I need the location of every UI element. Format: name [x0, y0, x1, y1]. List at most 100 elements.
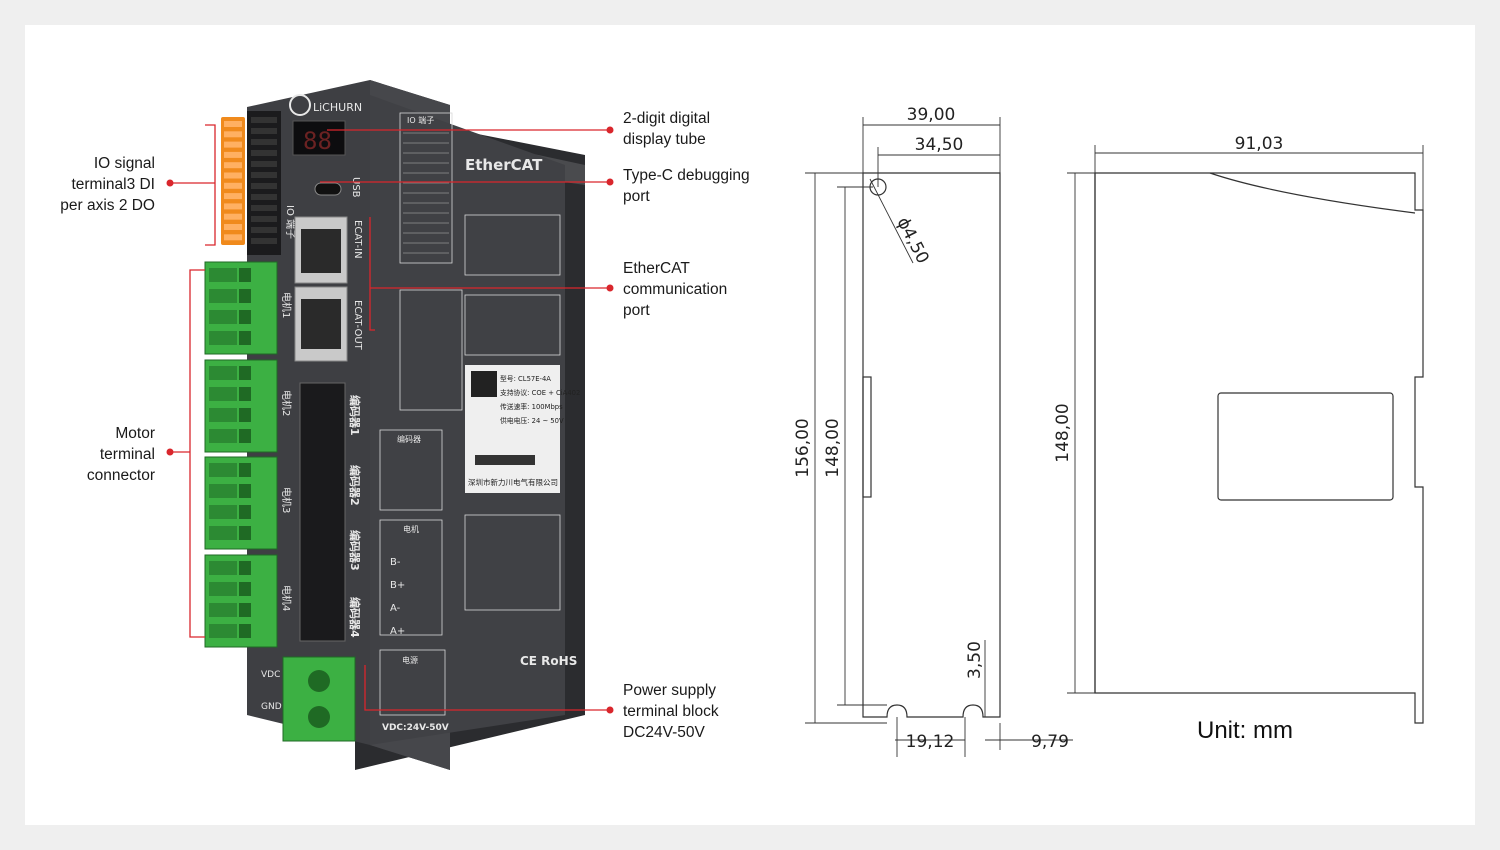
power-box-title: 电源 — [402, 655, 418, 665]
unit-label: Unit: mm — [1197, 717, 1293, 744]
io-dark-pin — [251, 139, 277, 145]
motor-connector-2 — [204, 359, 278, 453]
io-pin — [224, 213, 242, 220]
io-dark-pin — [251, 128, 277, 134]
callout-dot — [606, 178, 614, 186]
figure-card: LiCHURN 88 IO 端子 USB ECAT-IN ECAT-OUT 电机… — [25, 25, 1475, 825]
io-dark-pin — [251, 161, 277, 167]
side-heatsink-curve — [1209, 172, 1416, 214]
encoder-label: 编码器2 — [348, 465, 362, 506]
ecat-port-diagram — [399, 289, 463, 411]
io-pin — [224, 234, 242, 241]
power-terminal-block — [282, 656, 356, 742]
power-rating: VDC:24V-50V — [382, 723, 449, 733]
callout-leader-line — [364, 665, 610, 711]
io-table — [399, 112, 453, 264]
display-digits: 88 — [303, 127, 332, 155]
motor-pin-socket — [209, 331, 237, 345]
motor-pin-screw — [239, 484, 251, 498]
io-dark-pin — [251, 227, 277, 233]
io-pin — [224, 151, 242, 158]
dim-hole: ϕ4,50 — [893, 214, 933, 267]
typec-port-callout-text: port — [623, 188, 650, 205]
motor-pin-screw — [239, 463, 251, 477]
io-pin — [224, 131, 242, 138]
dim-side-height: 148,00 — [1053, 403, 1073, 462]
motor-connector-1 — [204, 261, 278, 355]
front-outline — [862, 172, 1001, 718]
model-line: 传送速率: 100Mbps — [500, 402, 563, 411]
io-dark-pin — [251, 117, 277, 123]
motor-pin-screw — [239, 289, 251, 303]
io-pin — [224, 141, 242, 148]
motor-pin-screw — [239, 429, 251, 443]
model-line: 供电电压: 24 ~ 50V — [500, 416, 564, 425]
io-dark-pin — [251, 183, 277, 189]
motor-pin-screw — [239, 624, 251, 638]
motor-pin-socket — [209, 429, 237, 443]
motor-pin-socket — [209, 484, 237, 498]
motor-pin-screw — [239, 268, 251, 282]
motor-pin-label: A- — [390, 603, 401, 614]
digital-display — [292, 120, 346, 156]
motor-pin-socket — [209, 582, 237, 596]
motor-pin-screw — [239, 603, 251, 617]
digital-display-callout-text: 2-digit digital — [623, 110, 710, 127]
motor-connector-callout-text: Motor — [115, 425, 155, 442]
motor-connector-3 — [204, 456, 278, 550]
cert-marks: CE RoHS — [520, 654, 577, 668]
io-pin — [224, 193, 242, 200]
io-dark-pin — [251, 150, 277, 156]
dim-slot-spacing: 19,12 — [906, 732, 955, 752]
encoder-slot — [299, 382, 346, 642]
io-pin — [224, 224, 242, 230]
motor-pin-screw — [239, 561, 251, 575]
encoder-label: 编码器1 — [348, 395, 362, 436]
motor-pin-socket — [209, 366, 237, 380]
motor-connector-callout-text: connector — [87, 467, 155, 484]
motor-pin-screw — [239, 526, 251, 540]
brand-name: LiCHURN — [313, 101, 362, 114]
ethercat-port-callout-text: EtherCAT — [623, 260, 690, 277]
callout-dot — [606, 126, 614, 134]
ecat-out-label: ECAT-OUT — [352, 300, 363, 351]
io-table-title: IO 端子 — [407, 115, 434, 125]
callout-dot — [606, 284, 614, 292]
usb-c-port — [314, 182, 342, 196]
motor-box-title: 电机 — [403, 524, 419, 534]
io-pin — [224, 121, 242, 127]
side-view-drawing — [1094, 172, 1424, 724]
digital-display-callout-text: display tube — [623, 131, 706, 148]
dim-side-width: 91,03 — [1235, 134, 1284, 154]
servo-drive-device: LiCHURN 88 IO 端子 USB ECAT-IN ECAT-OUT 电机… — [204, 80, 585, 770]
motor-pin-screw — [239, 310, 251, 324]
led-code-table — [464, 514, 561, 611]
motor-pin-screw — [239, 331, 251, 345]
company-name: 深圳市新力川电气有限公司 — [468, 477, 558, 487]
motor-pin-socket — [209, 463, 237, 477]
callout-leader-line — [205, 124, 216, 246]
motor-pin-socket — [209, 387, 237, 401]
power-screw-1 — [308, 670, 330, 692]
front-dimensions — [805, 117, 1073, 757]
motor-pin-screw — [239, 408, 251, 422]
front-slot — [862, 376, 872, 498]
io-dark-pin — [251, 216, 277, 222]
motor-pin-screw — [239, 505, 251, 519]
power-block-callout-text: terminal block — [623, 703, 719, 720]
io-pin — [224, 162, 242, 169]
ethercat-logo: EtherCAT — [465, 156, 543, 174]
io-signal-callout-text: IO signal — [94, 155, 155, 172]
motor-pin-screw — [239, 582, 251, 596]
motor-label: 电机4 — [280, 585, 293, 611]
motor-label: 电机2 — [280, 390, 293, 416]
motor-connector-callout-text: terminal — [100, 446, 155, 463]
power-block-callout-text: Power supply — [623, 682, 716, 699]
callout-dot — [166, 448, 174, 456]
motor-pin-label: A+ — [390, 626, 405, 637]
motor-pin-socket — [209, 505, 237, 519]
callout-leader-line — [189, 269, 205, 638]
power-screw-2 — [308, 706, 330, 728]
ethercat-ports — [294, 216, 348, 362]
encoder-label: 编码器3 — [348, 530, 362, 571]
